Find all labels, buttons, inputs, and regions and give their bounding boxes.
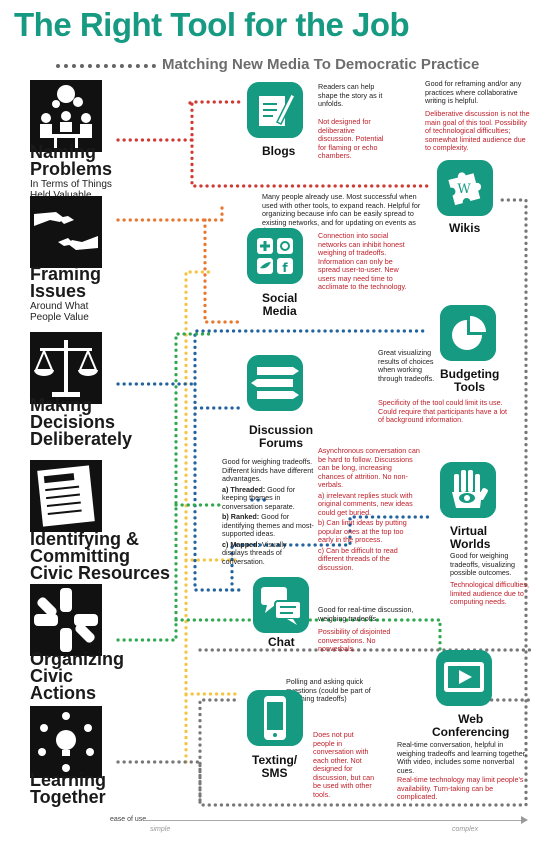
web-con: Real-time technology may limit people's … <box>397 775 524 801</box>
tool-name-texting-sms: Texting/SMS <box>252 753 298 780</box>
web-pro: Real-time conversation, helpful in weigh… <box>397 740 527 775</box>
social-con: Connection into social networks can inhi… <box>318 231 407 291</box>
category-organizing-actions: Organizing Civic Actions <box>30 649 124 703</box>
budgeting-pro: Great visualizing results of choices whe… <box>378 348 435 383</box>
green-path <box>116 332 442 662</box>
texting-pro: Polling and asking quick questions (coul… <box>286 677 371 703</box>
speech-bubbles-icon <box>253 577 309 633</box>
virtual-con: Technological difficulties, limited audi… <box>450 580 529 606</box>
category-framing-issues: Framing Issues <box>30 264 102 301</box>
virtual-pro: Good for weighing tradeoffs, visualizing… <box>450 551 515 577</box>
budgeting-con: Specificity of the tool could limit its … <box>378 398 508 424</box>
chat-pro: Good for real-time discussion, weighing … <box>318 605 414 623</box>
orange-path <box>116 203 242 324</box>
people-at-table-icon <box>30 80 102 152</box>
scales-icon <box>30 332 102 404</box>
svg-text:f: f <box>282 261 288 275</box>
page-subtitle: Matching New Media To Democratic Practic… <box>162 56 480 73</box>
resources-checklist-icon <box>30 460 102 532</box>
wikis-pro: Good for reframing and/or any practices … <box>425 79 522 105</box>
blogs-con: Not designed for deliberative discussion… <box>318 117 384 160</box>
hand-eye-icon <box>440 462 496 518</box>
tool-name-chat: Chat <box>268 635 295 649</box>
category-label-line: Naming <box>30 142 97 162</box>
wikis-con: Deliberative discussion is not the main … <box>425 109 530 152</box>
axis-label: ease of use <box>110 816 147 823</box>
forums-con: Asynchronous conversation can be hard to… <box>318 446 420 572</box>
pen-paper-icon <box>247 82 303 138</box>
category-identifying-resources: Identifying & Committing Civic Resources <box>30 529 171 583</box>
forum-bars-icon <box>247 355 303 411</box>
ease-axis-line <box>145 820 525 821</box>
social-grid-icon: f <box>247 228 303 284</box>
lightbulb-people-icon <box>30 706 102 778</box>
page-title: The Right Tool for the Job <box>14 6 410 43</box>
category-naming-problems: Naming Problems <box>30 142 113 179</box>
pie-chart-icon <box>440 305 496 361</box>
axis-arrowhead <box>521 816 528 824</box>
texting-con: Does not put people in conversation with… <box>313 730 375 799</box>
category-label-line: Problems <box>30 159 113 179</box>
category-learning-together: Learning Together <box>30 770 107 807</box>
chat-con: Possibility of disjointed conversations.… <box>318 627 391 653</box>
svg-text:W: W <box>457 182 471 197</box>
blue-path <box>116 329 432 592</box>
tool-name-wikis: Wikis <box>449 221 481 235</box>
axis-complex-label: complex <box>452 826 479 833</box>
reaching-hands-icon <box>30 196 102 268</box>
puzzle-w-icon: W <box>437 160 493 216</box>
gray-path <box>116 198 532 807</box>
forums-pro: Good for weighing tradeoffs. Different k… <box>222 457 314 566</box>
tool-name-blogs: Blogs <box>262 144 296 158</box>
phone-icon <box>247 690 303 746</box>
video-play-icon <box>436 650 492 706</box>
blogs-pro: Readers can help shape the story as it u… <box>318 82 383 108</box>
yellow-path <box>184 270 242 764</box>
axis-simple-label: simple <box>150 826 171 833</box>
red-path <box>116 100 430 188</box>
joined-hands-icon <box>30 584 102 656</box>
title-dotted-rule <box>56 64 156 68</box>
category-making-decisions: Making Decisions Deliberately <box>30 395 133 449</box>
